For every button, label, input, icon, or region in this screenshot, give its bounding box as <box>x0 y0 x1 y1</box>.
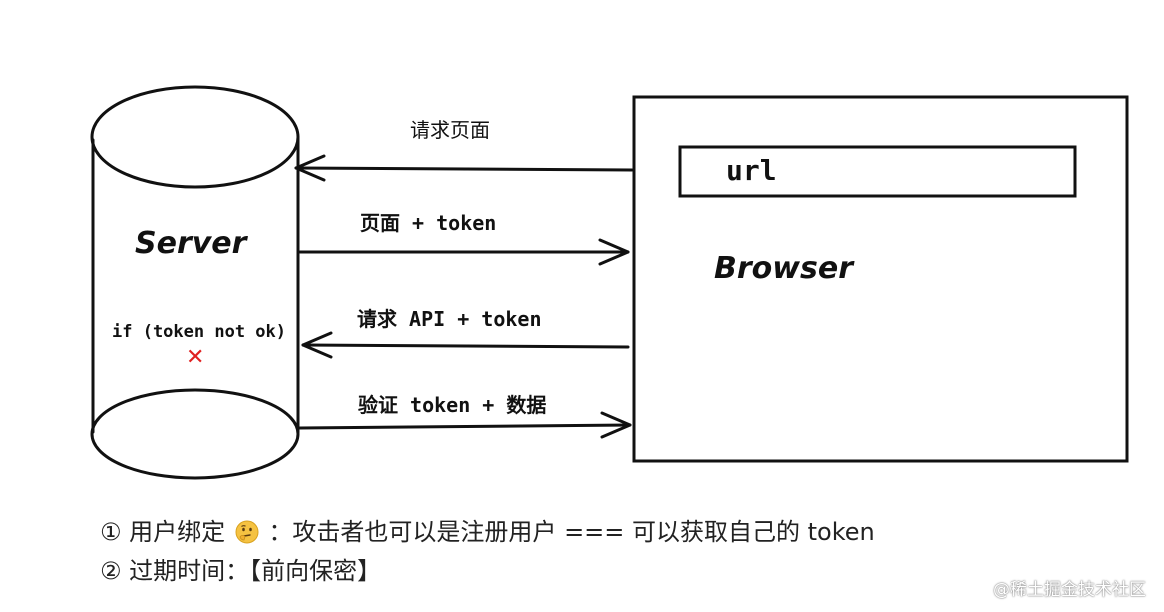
browser-address-bar <box>678 145 1077 198</box>
arrow-request-api-token <box>301 331 630 359</box>
arrow-label-verify-token-data: 验证 token + 数据 <box>358 393 546 417</box>
browser-label: Browser <box>714 251 855 286</box>
fail-mark-icon: ✕ <box>186 345 204 370</box>
server-cylinder <box>90 85 300 480</box>
arrow-label-page-token: 页面 + token <box>360 211 496 235</box>
note-item: ① 用户绑定 ：攻击者也可以是注册用户 === 可以获取自己的 token <box>100 512 980 551</box>
arrowhead-left-icon <box>301 331 333 359</box>
note-text-before: 过期时间：【前向保密】 <box>129 557 382 585</box>
server-top-ellipse <box>90 85 300 189</box>
browser-window <box>632 95 1129 463</box>
browser-frame <box>632 95 1129 463</box>
arrowhead-right-icon <box>600 411 632 439</box>
address-bar-text: url <box>726 154 777 187</box>
arrowhead-left-icon <box>294 154 326 182</box>
thinking-face-icon <box>235 520 259 544</box>
note-text-after: ：攻击者也可以是注册用户 === 可以获取自己的 token <box>268 518 875 546</box>
arrow-request-page <box>294 154 634 182</box>
notes: ① 用户绑定 ：攻击者也可以是注册用户 === 可以获取自己的 token ② … <box>100 512 980 590</box>
arrow-verify-token-data <box>298 411 632 439</box>
note-item: ② 过期时间：【前向保密】 <box>100 551 980 590</box>
server-condition: if (token not ok) <box>112 322 286 342</box>
note-text-before: 用户绑定 <box>129 518 226 546</box>
note-marker: ② <box>100 557 122 585</box>
note-marker: ① <box>100 518 122 546</box>
arrowhead-right-icon <box>598 238 630 266</box>
server-bottom-ellipse <box>90 388 300 480</box>
server-label: Server <box>135 226 249 261</box>
arrow-label-request-api-token: 请求 API + token <box>357 307 542 331</box>
arrow-label-request-page: 请求页面 <box>410 118 490 142</box>
arrow-page-token <box>298 238 630 266</box>
site-credit: @稀土掘金技术社区 <box>993 580 1146 600</box>
